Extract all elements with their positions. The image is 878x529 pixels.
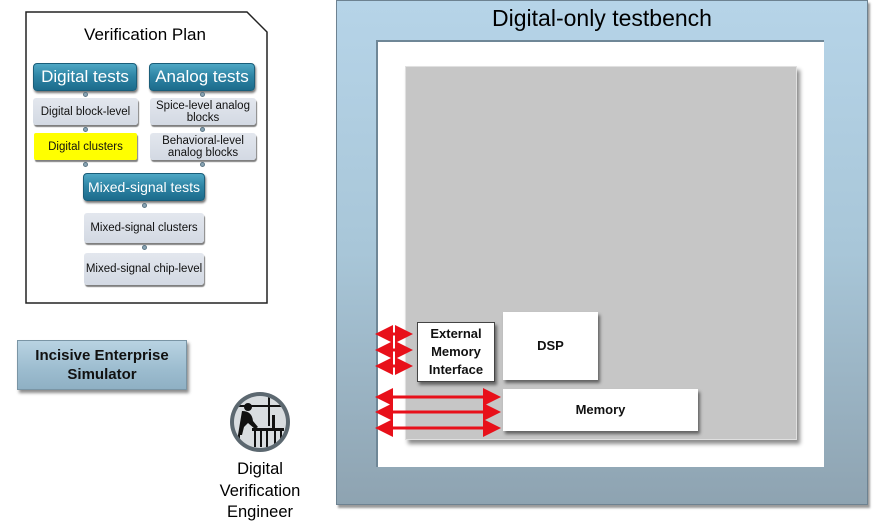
engineer-label-line: Verification — [219, 481, 301, 500]
signal-arrows — [375, 325, 501, 437]
spice-level-analog-item[interactable]: Spice-level analog blocks — [150, 98, 256, 125]
connector-dot — [83, 162, 88, 167]
connector-dot — [200, 127, 205, 132]
mixed-signal-chip-level-item[interactable]: Mixed-signal chip-level — [84, 253, 204, 285]
emi-label-line: External — [430, 326, 482, 341]
engineer-at-desk-icon — [230, 392, 290, 452]
digital-tests-header[interactable]: Digital tests — [33, 63, 137, 91]
memory-block[interactable]: Memory — [503, 389, 698, 431]
connector-dot — [200, 162, 205, 167]
mixed-signal-tests-header[interactable]: Mixed-signal tests — [83, 173, 205, 201]
connector-dot — [83, 92, 88, 97]
analog-tests-header[interactable]: Analog tests — [149, 63, 255, 91]
testbench-title: Digital-only testbench — [492, 5, 712, 31]
connector-dot — [142, 245, 147, 250]
connector-dot — [142, 203, 147, 208]
behavioral-level-analog-item[interactable]: Behavioral-level analog blocks — [150, 133, 256, 160]
emi-label-line: Interface — [428, 362, 484, 377]
connector-dot — [200, 92, 205, 97]
mixed-signal-clusters-item[interactable]: Mixed-signal clusters — [84, 213, 204, 243]
incisive-enterprise-simulator-box[interactable]: Incisive Enterprise Simulator — [17, 340, 187, 390]
engineer-label-line: Digital — [237, 460, 283, 478]
emi-label-line: Memory — [431, 344, 481, 359]
verification-plan-title: Verification Plan — [84, 25, 206, 44]
engineer-label: Digital Verification Engineer — [200, 459, 320, 524]
engineer-label-line: Engineer — [226, 503, 294, 521]
digital-block-level-item[interactable]: Digital block-level — [33, 98, 138, 125]
digital-clusters-item[interactable]: Digital clusters — [34, 133, 137, 160]
connector-dot — [83, 127, 88, 132]
external-memory-interface-block[interactable]: External Memory Interface — [417, 322, 495, 382]
dsp-block[interactable]: DSP — [503, 312, 598, 380]
